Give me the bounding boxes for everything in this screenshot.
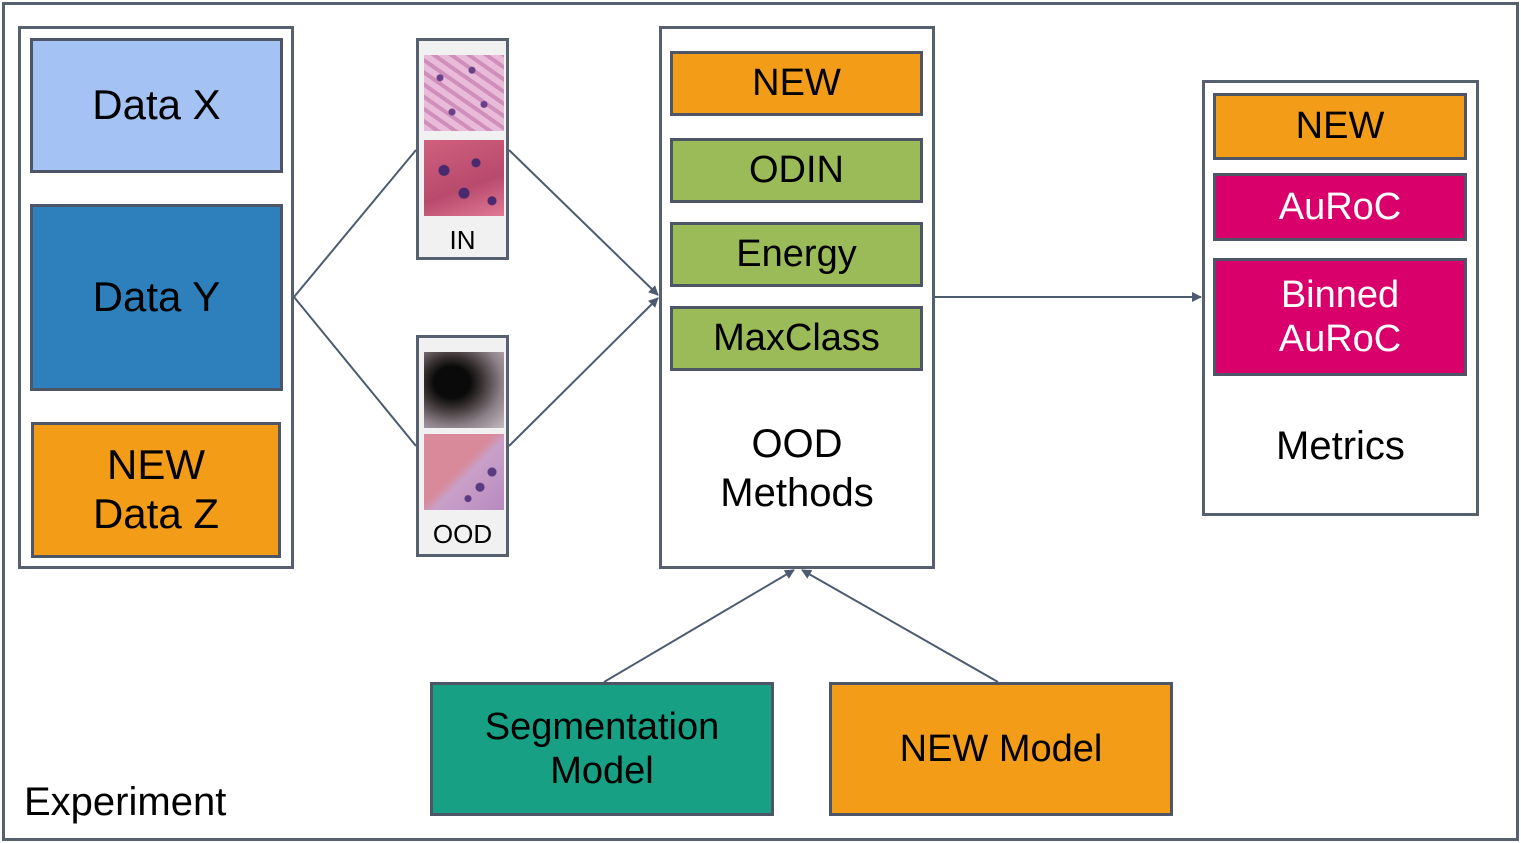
connector-data-to-in (293, 149, 417, 298)
arrow-ood-to-methods (508, 297, 659, 447)
arrow-in-to-methods (508, 149, 659, 296)
dataset-z-box: NEW Data Z (31, 422, 281, 558)
in-samples-panel: IN (416, 38, 509, 260)
arrow-segmentation-to-methods (603, 569, 795, 683)
ood-methods-label: OOD Methods (720, 422, 874, 515)
metric-new-box: NEW (1213, 93, 1467, 160)
method-maxclass-box: MaxClass (670, 306, 923, 371)
ood-label: OOD (432, 519, 493, 549)
metrics-label: Metrics (1276, 424, 1405, 468)
new-model-box: NEW Model (829, 682, 1173, 816)
connector-data-to-ood (293, 296, 417, 447)
method-new-box: NEW (670, 51, 923, 116)
segmentation-model-box: Segmentation Model (430, 682, 774, 816)
experiment-label: Experiment (24, 780, 227, 824)
metric-auroc-box: AuRoC (1213, 173, 1467, 241)
ood-samples-panel: OOD (416, 335, 509, 557)
arrow-new-model-to-methods (801, 569, 999, 683)
dataset-y-box: Data Y (30, 204, 283, 391)
in-label: IN (449, 225, 476, 255)
method-odin-box: ODIN (670, 138, 923, 203)
tissue-image-ood-2 (424, 434, 504, 510)
metric-binned-auroc-box: Binned AuRoC (1213, 258, 1467, 376)
tissue-image-in-1 (424, 55, 504, 131)
ood-methods-panel (659, 26, 935, 569)
dataset-x-box: Data X (30, 38, 283, 173)
tissue-image-ood-1 (424, 352, 504, 428)
method-energy-box: Energy (670, 222, 923, 287)
tissue-image-in-2 (424, 140, 504, 216)
